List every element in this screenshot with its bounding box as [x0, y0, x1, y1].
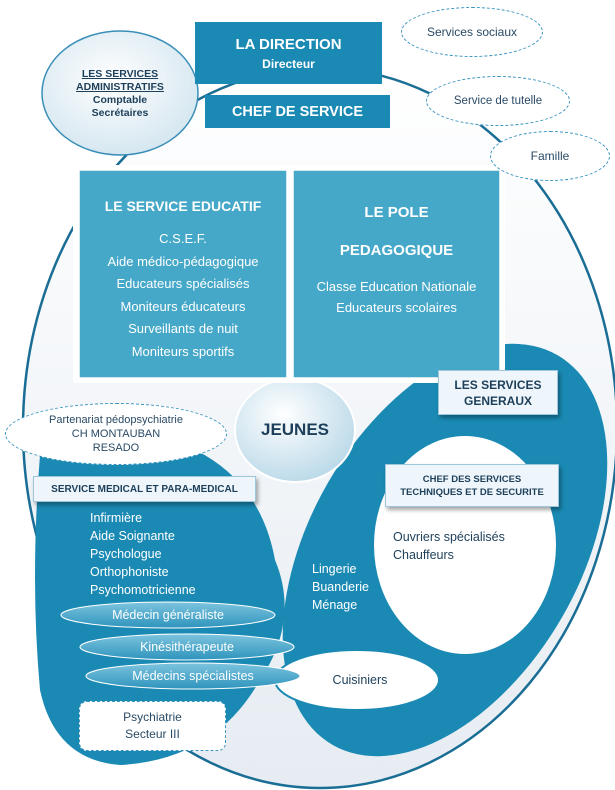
medical-item: Orthophoniste: [90, 565, 169, 579]
pole-item: Classe Education Nationale: [316, 279, 477, 294]
services-generaux-title-2: GENERAUX: [463, 393, 532, 408]
partenariat-line: Partenariat pédopsychiatrie: [49, 414, 183, 426]
psychiatrie-box: Psychiatrie Secteur III: [79, 701, 226, 751]
partenariat-oval: Partenariat pédopsychiatrie CH MONTAUBAN…: [5, 403, 227, 465]
services-sociaux-label: Services sociaux: [426, 25, 518, 39]
service-tutelle-label: Service de tutelle: [453, 95, 543, 107]
services-generaux-list: Lingerie Buanderie Ménage: [312, 560, 369, 614]
services-admin-item: Secrétaires: [91, 107, 149, 119]
oval-medecin-generaliste: [60, 601, 276, 629]
services-generaux-item: Buanderie: [312, 580, 369, 594]
psychiatrie-line: Psychiatrie: [123, 710, 182, 724]
chef-techniques-list: Ouvriers spécialisés Chauffeurs: [393, 528, 505, 564]
pole-pedagogique-content: LE POLE PEDAGOGIQUE Classe Education Nat…: [293, 200, 500, 330]
partenariat-line: CH MONTAUBAN: [71, 428, 161, 440]
direction-subtitle: Directeur: [262, 56, 315, 71]
partenariat-line: RESADO: [92, 442, 140, 454]
service-educatif-content: LE SERVICE EDUCATIF C.S.E.F. Aide médico…: [79, 198, 287, 370]
service-educatif-item: Surveillants de nuit: [128, 321, 238, 336]
service-medical-header: SERVICE MEDICAL ET PARA-MEDICAL: [33, 476, 256, 502]
medical-item: Psychologue: [90, 547, 162, 561]
services-sociaux-oval: Services sociaux: [401, 7, 543, 57]
chef-techniques-title-1: CHEF DES SERVICES: [422, 473, 522, 485]
medical-item: Aide Soignante: [90, 529, 175, 543]
oval-kinesitherapeute: [79, 633, 295, 661]
services-generaux-title-1: LES SERVICES: [454, 377, 542, 392]
pole-pedagogique-panel: [292, 169, 501, 379]
medecin-generaliste-label: Médecin généraliste: [112, 608, 224, 622]
service-educatif-title: LE SERVICE EDUCATIF: [104, 198, 262, 214]
medical-item: Psychomotricienne: [90, 583, 196, 597]
pole-title-1: LE POLE: [364, 204, 429, 221]
medical-item: Infirmière: [90, 511, 143, 525]
chef-techniques-item: Ouvriers spécialisés: [393, 530, 505, 544]
service-educatif-item: C.S.E.F.: [159, 231, 207, 246]
services-generaux-header: LES SERVICES GENERAUX: [438, 370, 558, 415]
services-admin-title-1: LES SERVICES: [81, 68, 159, 80]
service-medical-title: SERVICE MEDICAL ET PARA-MEDICAL: [51, 483, 238, 495]
admin-circle: [41, 30, 199, 156]
service-educatif-item: Aide médico-pédagogique: [107, 253, 259, 269]
direction-title: LA DIRECTION: [235, 35, 342, 53]
medecin-generaliste-label-wrap: Médecin généraliste: [61, 606, 275, 624]
services-generaux-item: Ménage: [312, 598, 358, 612]
chef-techniques-header: CHEF DES SERVICES TECHNIQUES ET DE SECUR…: [385, 464, 559, 507]
medecins-specialistes-label-wrap: Médecins spécialistes: [86, 667, 300, 685]
services-admin-text: LES SERVICES ADMINISTRATIFS Comptable Se…: [52, 58, 188, 130]
cuisiniers-label: Cuisiniers: [332, 673, 388, 687]
cuisiniers-label-wrap: Cuisiniers: [300, 670, 420, 690]
services-generaux-item: Lingerie: [312, 562, 357, 576]
service-tutelle-oval: Service de tutelle: [426, 76, 570, 126]
direction-box: LA DIRECTION Directeur: [195, 22, 382, 84]
service-educatif-panel: [78, 169, 288, 379]
service-educatif-item: Moniteurs sportifs: [131, 343, 235, 359]
medecins-specialistes-label: Médecins spécialistes: [132, 669, 254, 683]
chef-techniques-item: Chauffeurs: [393, 548, 454, 562]
chef-service-label: CHEF DE SERVICE: [231, 103, 364, 120]
services-admin-title-2: ADMINISTRATIFS: [76, 81, 164, 93]
famille-label: Famille: [530, 149, 570, 163]
kinesitherapeute-label: Kinésithérapeute: [140, 640, 234, 654]
service-educatif-item: Educateurs spécialisés: [116, 276, 250, 291]
kinesitherapeute-label-wrap: Kinésithérapeute: [80, 638, 294, 656]
jeunes-label: JEUNES: [260, 420, 330, 439]
psychiatrie-line: Secteur III: [125, 727, 180, 741]
services-admin-item: Comptable: [92, 94, 148, 106]
service-medical-list: Infirmière Aide Soignante Psychologue Or…: [90, 509, 196, 599]
oval-medecins-specialistes: [85, 662, 301, 690]
service-educatif-item: Moniteurs éducateurs: [120, 298, 246, 314]
chef-service-box: CHEF DE SERVICE: [205, 95, 390, 128]
pole-title-2: PEDAGOGIQUE: [339, 242, 454, 259]
chef-techniques-title-2: TECHNIQUES ET DE SECURITE: [400, 486, 544, 498]
famille-oval: Famille: [490, 131, 610, 181]
jeunes-label-wrap: JEUNES: [235, 410, 355, 450]
pole-item: Educateurs scolaires: [336, 300, 457, 315]
